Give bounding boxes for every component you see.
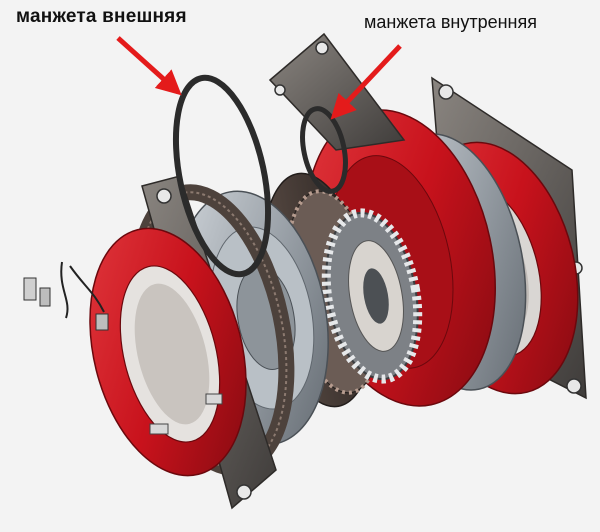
label-inner-cuff: манжета внутренняя xyxy=(364,12,537,32)
outer-cuff-seal xyxy=(172,74,272,278)
mounting-plate-center xyxy=(268,32,406,151)
inner-cuff-seal xyxy=(300,106,348,194)
arrow-outer-cuff xyxy=(116,36,182,96)
red-housing-left xyxy=(89,227,247,477)
arrow-inner-cuff xyxy=(330,44,402,120)
sensor-wiring xyxy=(23,261,109,331)
label-outer-cuff: манжета внешняя xyxy=(16,6,187,27)
toothed-hub xyxy=(321,208,423,384)
